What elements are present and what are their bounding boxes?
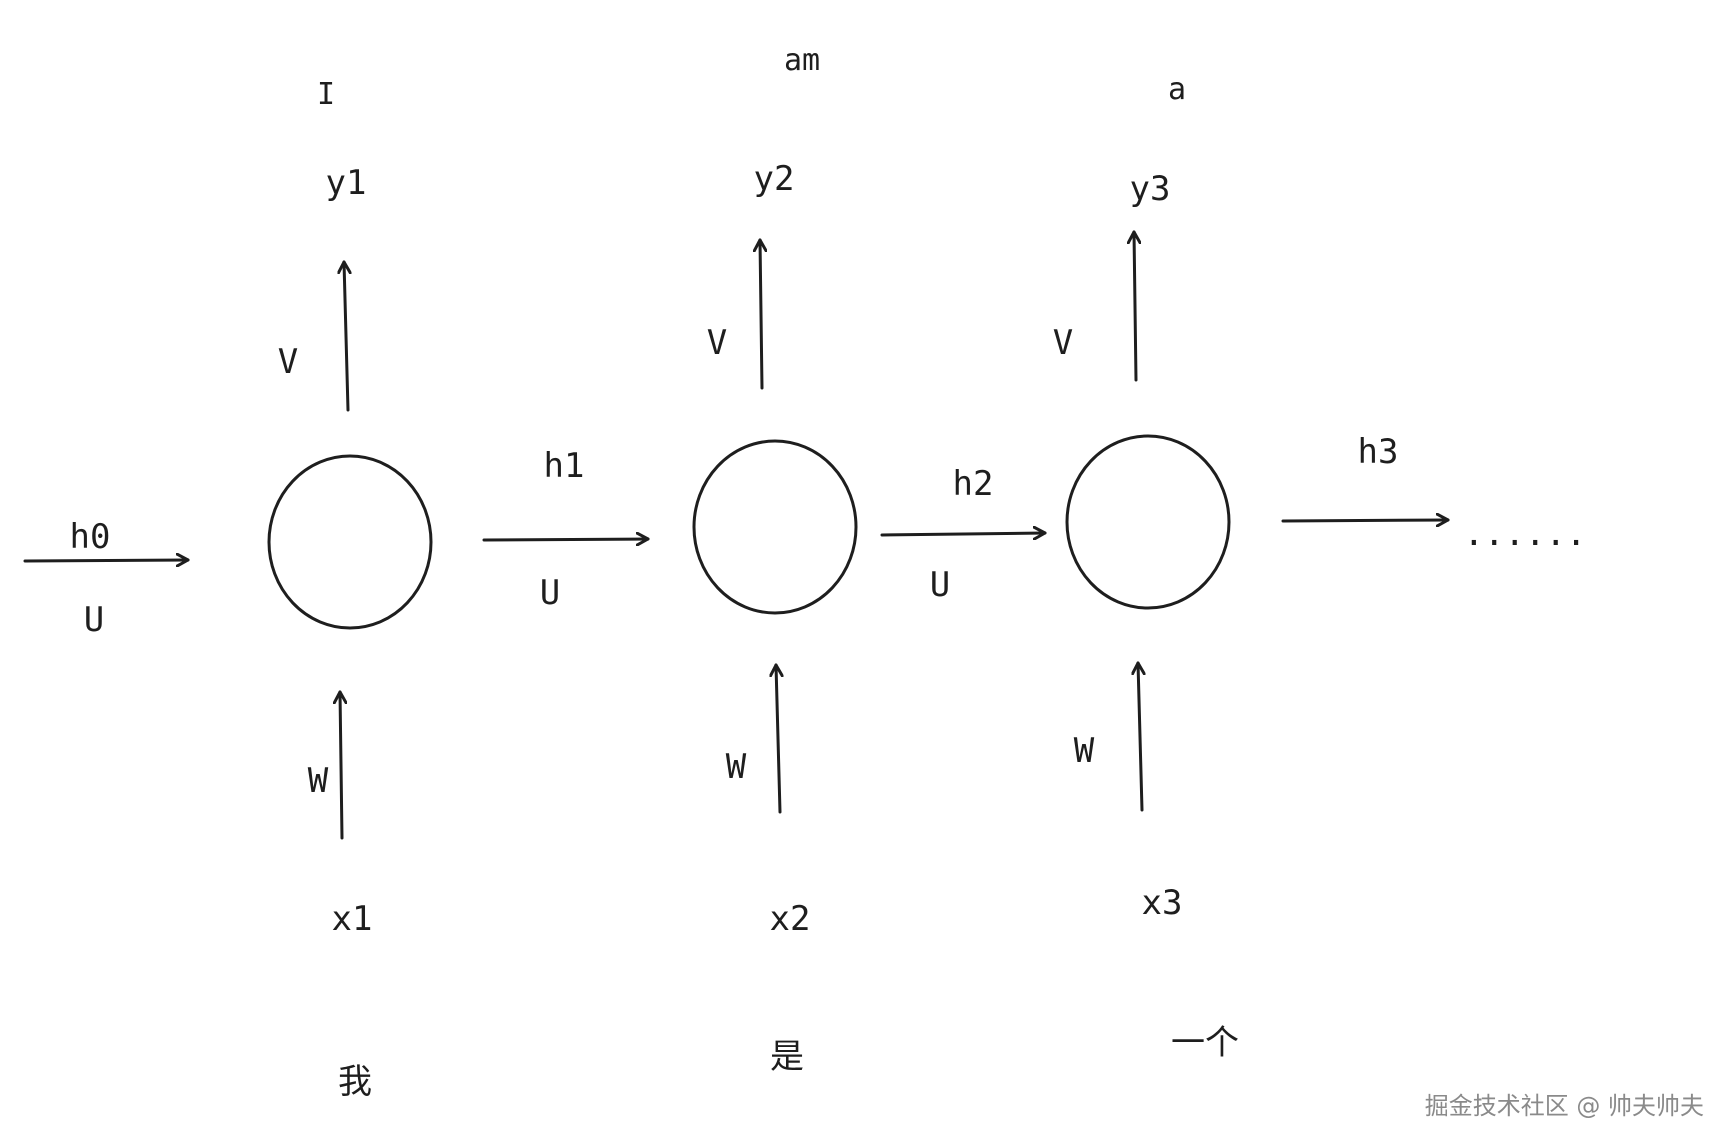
weight-label-w3: W [1074, 731, 1095, 771]
weight-label-v1: V [278, 342, 298, 382]
watermark-text: 掘金技术社区 @ 帅夫帅夫 [1425, 1092, 1704, 1120]
output-label-y1: y1 [326, 163, 367, 203]
arrow-h1 [482, 539, 650, 540]
output-word-2: am [784, 43, 820, 78]
hidden-label-h0: h0 [70, 517, 111, 557]
output-word-1: I [317, 77, 335, 112]
arrow-h2 [880, 533, 1047, 535]
input-token-2: 是 [770, 1037, 804, 1077]
weight-label-v3: V [1053, 323, 1073, 363]
hidden-label-h3: h3 [1358, 432, 1399, 472]
weight-label-w1: W [308, 761, 329, 801]
rnn-cell-3 [1065, 434, 1231, 610]
arrow-w1 [340, 690, 342, 840]
arrow-w2 [776, 663, 780, 814]
input-label-x2: x2 [770, 899, 811, 939]
input-label-x1: x1 [332, 899, 373, 939]
weight-label-w2: W [726, 747, 747, 787]
output-label-y2: y2 [754, 159, 795, 199]
input-token-1: 我 [338, 1062, 372, 1102]
weight-label-u2: U [930, 565, 950, 605]
arrow-h3 [1281, 520, 1450, 521]
input-token-3: 一个 [1171, 1023, 1239, 1063]
hidden-label-h2: h2 [953, 464, 994, 504]
hidden-label-h1: h1 [544, 446, 585, 486]
output-word-3: a [1168, 72, 1186, 107]
weight-label-u0: U [84, 600, 104, 640]
input-label-x3: x3 [1142, 883, 1183, 923]
arrow-v3 [1134, 230, 1136, 382]
arrow-w3 [1138, 661, 1142, 812]
arrow-h0 [23, 560, 190, 561]
rnn-cell-1 [267, 454, 433, 630]
rnn-cell-2 [692, 439, 858, 615]
arrow-v2 [760, 238, 762, 390]
weight-label-u1: U [540, 573, 560, 613]
continuation-dots: ...... [1464, 514, 1587, 554]
arrow-v1 [344, 260, 348, 412]
weight-label-v2: V [707, 323, 727, 363]
output-label-y3: y3 [1130, 169, 1171, 209]
